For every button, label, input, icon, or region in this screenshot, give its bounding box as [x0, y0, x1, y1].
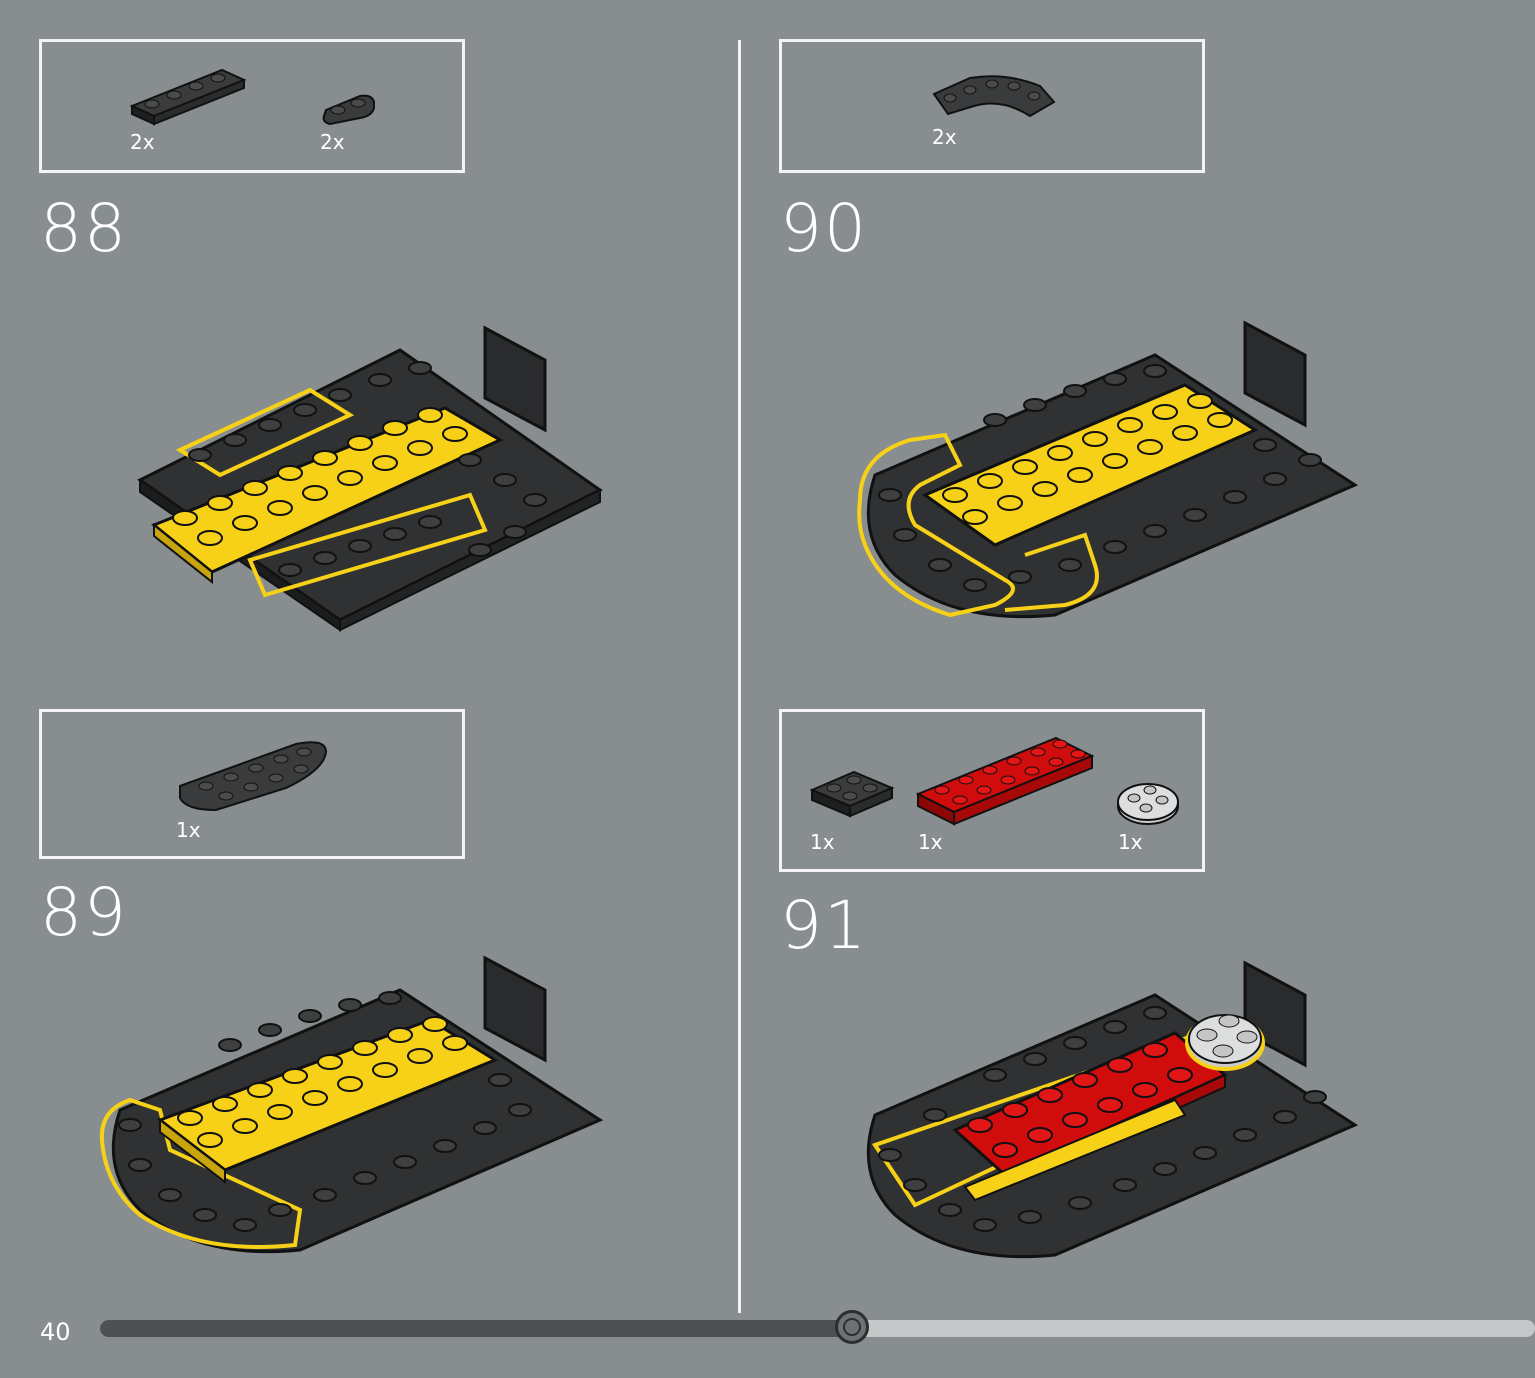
- step-88-model-illustration: [137, 325, 603, 632]
- step-90-model-illustration: [857, 320, 1359, 619]
- step-90-parts-box: 2x: [779, 39, 1205, 173]
- step-91-part-1-qty: 1x: [810, 830, 835, 854]
- page-progress-bar[interactable]: [100, 1310, 1535, 1344]
- progress-fill: [100, 1320, 852, 1337]
- step-91-parts-box: 1x 1x 1x: [779, 709, 1205, 872]
- plate-1x2-rounded-icon: [322, 94, 375, 126]
- plate-2x6-red-icon: [915, 736, 1095, 826]
- page-number: 40: [40, 1318, 71, 1346]
- step-91-part-2-qty: 1x: [918, 830, 943, 854]
- step-89-number: 89: [40, 874, 128, 951]
- step-91-number: 91: [780, 887, 868, 964]
- plate-1x4-icon: [129, 68, 247, 126]
- plate-round-half-icon: [179, 741, 328, 812]
- step-89-part-1-qty: 1x: [176, 818, 201, 842]
- step-89-model-illustration: [99, 955, 604, 1254]
- step-90-number: 90: [780, 190, 868, 267]
- step-88-part-2-qty: 2x: [320, 130, 345, 154]
- step-88-number: 88: [40, 190, 128, 267]
- plate-2x2-icon: [809, 770, 895, 818]
- plate-curved-corner-icon: [932, 75, 1056, 118]
- plate-round-2x2-light-gray-icon: [1117, 783, 1179, 825]
- step-91-model-illustration: [866, 960, 1359, 1259]
- step-88-parts-box: 2x 2x: [39, 39, 465, 173]
- column-divider: [738, 40, 741, 1313]
- step-88-part-1-qty: 2x: [130, 130, 155, 154]
- step-91-part-3-qty: 1x: [1118, 830, 1143, 854]
- step-89-parts-box: 1x: [39, 709, 465, 859]
- progress-knob[interactable]: [834, 1310, 869, 1344]
- step-90-part-1-qty: 2x: [932, 125, 957, 149]
